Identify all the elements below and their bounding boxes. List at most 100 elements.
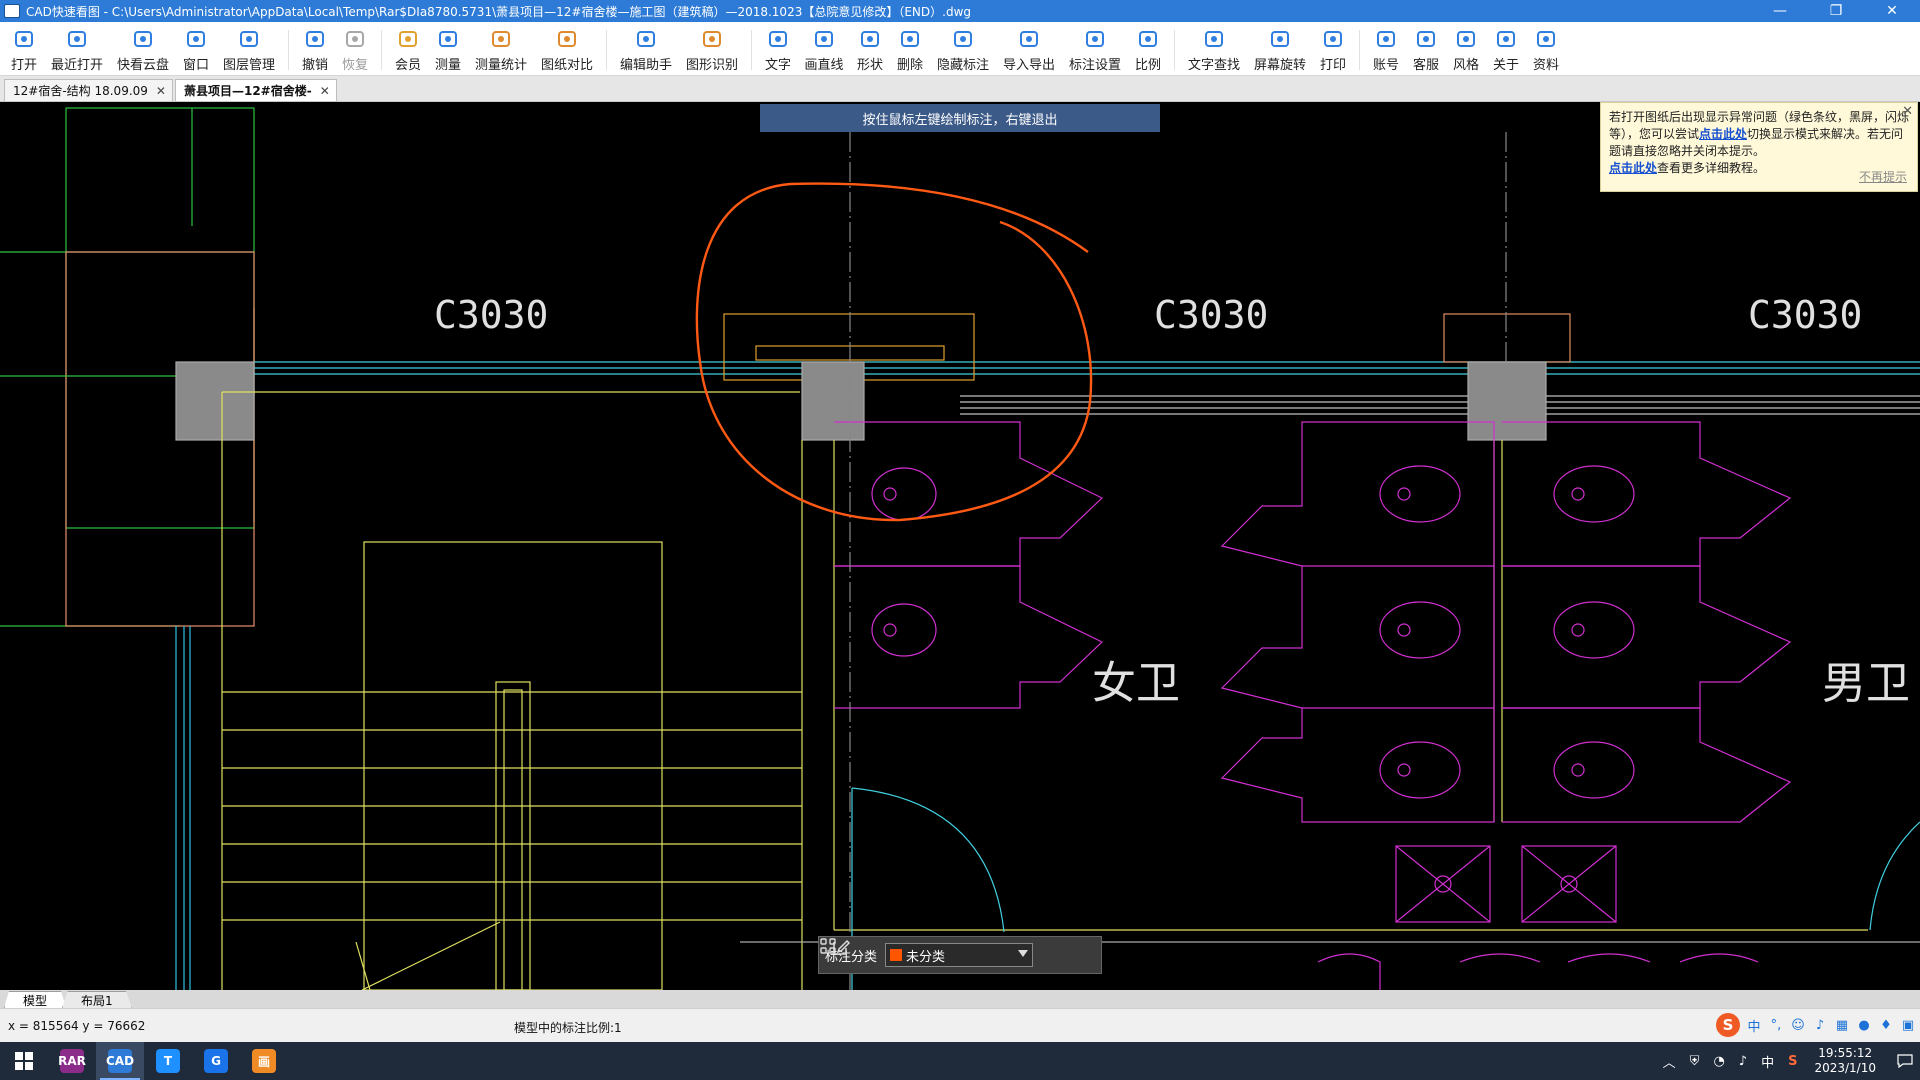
toolbar-redo-button[interactable]: 恢复 — [335, 22, 375, 76]
taskbar-app-cad-viewer[interactable]: CAD — [96, 1042, 144, 1080]
toolbar-label: 账号 — [1372, 58, 1399, 73]
toolbar-label: 最近打开 — [50, 58, 103, 73]
toolbar-account-button[interactable]: 账号 — [1366, 22, 1406, 76]
shape-recognize-icon — [703, 31, 721, 47]
undo-icon — [306, 31, 324, 47]
toolbar-history-button[interactable]: 最近打开 — [44, 22, 110, 76]
ime-chinese-mode-icon[interactable]: 中 — [1747, 1019, 1761, 1035]
tab-architecture-drawing[interactable]: 萧县项目—12#宿舍楼- ✕ — [174, 79, 337, 101]
toolbar-measure-stats-button[interactable]: 测量统计 — [468, 22, 534, 76]
label-womens-restroom: 女卫 — [1092, 658, 1180, 709]
grid-icon[interactable] — [819, 937, 837, 955]
toolbar-style-button[interactable]: 风格 — [1446, 22, 1486, 76]
toolbar-separator — [288, 30, 289, 70]
toolbar-label: 恢复 — [341, 58, 368, 73]
layout-tab-layout1[interactable]: 布局1 — [62, 991, 132, 1008]
tab-structure-drawing[interactable]: 12#宿舍-结构 18.09.09 ✕ — [4, 79, 173, 101]
toolbar-vip-button[interactable]: 会员 — [388, 22, 428, 76]
column-3 — [1467, 361, 1547, 441]
column-1 — [175, 361, 255, 441]
skin-icon[interactable]: ♦ — [1880, 1017, 1892, 1033]
tab-close-icon[interactable]: ✕ — [155, 83, 166, 98]
toolbar-separator — [1359, 30, 1360, 70]
rotate-screen-icon — [1271, 31, 1289, 47]
taskbar-app-text-app[interactable]: T — [144, 1042, 192, 1080]
dont-show-again-link[interactable]: 不再提示 — [1858, 170, 1907, 184]
toolbar-window-button[interactable]: 窗口 — [176, 22, 216, 76]
taskbar-app-paint-app[interactable]: 画 — [240, 1042, 288, 1080]
toolbar-text-search-button[interactable]: 文字查找 — [1181, 22, 1247, 76]
toolbar-headset-button[interactable]: 客服 — [1406, 22, 1446, 76]
import-export-icon — [1020, 31, 1038, 47]
toolbar-label: 打印 — [1319, 58, 1346, 73]
toolbar-separator — [751, 30, 752, 70]
keyboard-icon[interactable]: ▦ — [1835, 1017, 1849, 1033]
taskbar-clock[interactable]: 19:55:12 2023/1/10 — [1814, 1046, 1876, 1076]
sogou-tray-icon[interactable]: S — [1788, 1053, 1798, 1069]
history-icon — [68, 31, 86, 47]
layout-tab-model[interactable]: 模型 — [4, 991, 67, 1008]
left-green-frame — [65, 107, 255, 529]
drawing-hint-banner: 按住鼠标左键绘制标注，右键退出 — [760, 104, 1160, 132]
minimize-button[interactable]: — — [1773, 3, 1787, 19]
microphone-icon[interactable]: ♪ — [1815, 1017, 1825, 1033]
notification-center-icon[interactable] — [1890, 1042, 1920, 1080]
toolbar-cloud-button[interactable]: 快看云盘 — [110, 22, 176, 76]
winrar-icon: RAR — [58, 1049, 86, 1073]
toolbar-undo-button[interactable]: 撤销 — [295, 22, 335, 76]
tab-close-icon[interactable]: ✕ — [319, 83, 330, 98]
toolbar-folder-open-button[interactable]: 打开 — [4, 22, 44, 76]
switch-display-mode-link[interactable]: 点击此处 — [1699, 127, 1748, 141]
toolbar-hide-button[interactable]: 隐藏标注 — [930, 22, 996, 76]
toolbar-annotation-settings-button[interactable]: 标注设置 — [1062, 22, 1128, 76]
toolbar-label: 打开 — [10, 58, 37, 73]
close-window-button[interactable]: ✕ — [1886, 3, 1898, 19]
windows-logo-icon — [15, 1052, 33, 1070]
tutorial-link[interactable]: 点击此处 — [1609, 161, 1658, 175]
print-icon — [1324, 31, 1342, 47]
toolbar-scale-button[interactable]: 比例 — [1128, 22, 1168, 76]
headset-icon — [1417, 31, 1435, 47]
cad-drawing: C3030 C3030 C3030 女卫 男卫 — [0, 107, 1920, 990]
toolbar-label: 编辑助手 — [619, 58, 672, 73]
toolbar-print-button[interactable]: 打印 — [1313, 22, 1353, 76]
emoji-icon[interactable]: ☺ — [1791, 1017, 1805, 1033]
browser-icon: G — [204, 1049, 228, 1073]
toolbar-layers-button[interactable]: 图层管理 — [216, 22, 282, 76]
input-language-icon[interactable]: 中 — [1761, 1055, 1775, 1071]
menu-grid-icon[interactable]: ▣ — [1901, 1017, 1915, 1033]
start-button[interactable] — [0, 1042, 48, 1080]
category-color-swatch — [890, 949, 903, 961]
notice-close-icon[interactable]: ✕ — [1902, 104, 1913, 119]
toolbar-eraser-button[interactable]: 删除 — [890, 22, 930, 76]
edit-category-icon[interactable] — [831, 937, 851, 957]
tray-overflow-chevron-icon[interactable]: ︿ — [1662, 1055, 1676, 1071]
toolbar-info-button[interactable]: 关于 — [1486, 22, 1526, 76]
toolbar-compare-button[interactable]: 图纸对比 — [534, 22, 600, 76]
toolbar-import-export-button[interactable]: 导入导出 — [996, 22, 1062, 76]
toolbar-rotate-screen-button[interactable]: 屏幕旋转 — [1247, 22, 1313, 76]
ime-punctuation-icon[interactable]: °, — [1770, 1017, 1782, 1033]
toolbar-measure-button[interactable]: 测量 — [428, 22, 468, 76]
toolbar-docs-button[interactable]: 资料 — [1526, 22, 1566, 76]
drawing-canvas[interactable]: C3030 C3030 C3030 女卫 男卫 按住鼠标左键绘制标注，右键退出 … — [0, 102, 1920, 990]
toolbar-label: 图层管理 — [222, 58, 275, 73]
toolbar-label: 风格 — [1452, 58, 1479, 73]
annotation-circle[interactable] — [695, 182, 1093, 522]
toolbar-label: 隐藏标注 — [936, 58, 989, 73]
sogou-ime-icon[interactable]: S — [1716, 1013, 1740, 1037]
toolbar-text-button[interactable]: 文字 — [758, 22, 798, 76]
user-icon[interactable]: ● — [1858, 1017, 1870, 1033]
stair-outline — [363, 541, 663, 990]
taskbar-app-browser[interactable]: G — [192, 1042, 240, 1080]
restore-button[interactable]: ❐ — [1829, 3, 1843, 19]
taskbar-app-winrar[interactable]: RAR — [48, 1042, 96, 1080]
toolbar-edit-assistant-button[interactable]: 编辑助手 — [613, 22, 679, 76]
volume-icon[interactable]: ♪ — [1738, 1053, 1748, 1069]
annotation-category-select[interactable]: 未分类 — [885, 943, 1034, 967]
toolbar-line-button[interactable]: 画直线 — [798, 22, 850, 76]
shield-icon[interactable]: ⛨ — [1689, 1053, 1700, 1069]
toolbar-shape-button[interactable]: 形状 — [850, 22, 890, 76]
network-icon[interactable]: ◔ — [1713, 1053, 1725, 1069]
toolbar-shape-recognize-button[interactable]: 图形识别 — [679, 22, 745, 76]
